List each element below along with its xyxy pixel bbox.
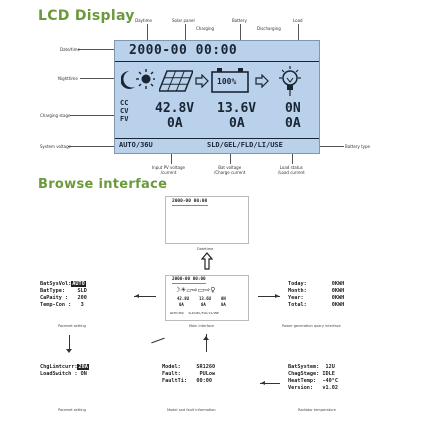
param-setting-panel: BatSysVol:AUTO BatType: SLD CaPaity : 20… [40,281,87,308]
label-bat-voltage: Bat voltage/Charge current [214,165,246,175]
arrow-left-to-model [260,381,280,385]
label-load-status: Load status/Load current [278,165,305,175]
lcd-datetime: 2000-00 00:00 [129,43,238,58]
label-input-pv: Input PV voltage/current [152,165,185,175]
battery-percent: 100% [217,77,237,86]
arrow-right-to-gen [258,294,280,298]
battery-icon [211,68,249,93]
radiator-temperature-panel: BatSystem: 12U ChagStage: IDLE HeatTemp:… [288,364,338,391]
arrow-down-to-model [206,334,207,352]
param-setting-2-caption: Paramet setting [58,408,86,412]
load-bulb-icon [279,66,301,96]
lcd-display-title: LCD Display [38,8,135,24]
charging-stage-indicator: CC CV FV [120,99,129,123]
pv-voltage: 42.8V [155,101,195,116]
label-system-voltage: System voltage [40,144,72,149]
power-generation-panel: Today: 0KWH Month: 0KWH Year: 0KWH Total… [288,281,345,308]
param-setting-caption: Paramet setting [58,324,86,328]
datetime-screen: 2000-00 00:00 [165,196,249,244]
battery-type: SLD/GEL/FLD/LI/USE [207,141,283,149]
radiator-temperature-caption: Radiator temperature [298,408,336,412]
label-date-time: Date/time [60,47,80,52]
model-fault-panel: Model: SR1260 Fault: PULow FaultTi: 00:0… [162,364,216,384]
label-charging-stage: Charging stage [40,113,71,118]
moon-sun-icon [121,69,155,89]
label-battery: Battery [232,18,247,23]
label-daytime: Daytime [135,18,152,23]
label-battery-type: Battery type [345,144,371,149]
label-charging: Charging [196,26,215,31]
arrow-left-to-param [134,294,156,298]
label-nighttime: Nighttime [58,76,78,81]
param-setting-2-panel: ChgLimtcurr:20A LoadSwitch : ON [40,364,89,377]
arrow-down-param [69,335,70,351]
label-discharging: Discharging [257,26,281,31]
charge-arrow-icon [195,74,209,88]
system-voltage: AUTO/36U [119,141,153,149]
lcd-screen: 2000-00 00:00 100% [114,40,320,154]
diagonal-arrow [151,337,165,344]
label-solar-panel: Solar panel [172,18,195,23]
pv-current: 0A [167,116,183,131]
main-interface-screen: 2000-00 00:00 ☽☀▱⇨▭⇨♀ 42.8U 13.6U 0N 0A … [165,275,249,321]
load-status: 0N [285,101,301,116]
double-up-arrow-icon [201,252,213,270]
power-generation-caption: Power generation query interface [282,324,341,328]
model-fault-caption: Model and fault information [167,408,216,412]
solar-panel-icon [159,70,193,92]
battery-current: 0A [229,116,245,131]
datetime-caption: Datetime [197,247,214,251]
browse-interface-title: Browse interface [38,177,168,192]
battery-voltage: 13.6V [217,101,257,116]
main-interface-caption: Main interface [189,324,215,328]
load-current: 0A [285,116,301,131]
mini-icons: ☽☀▱⇨▭⇨♀ [174,286,216,294]
discharge-arrow-icon [255,74,269,88]
label-load: Load [293,18,303,23]
